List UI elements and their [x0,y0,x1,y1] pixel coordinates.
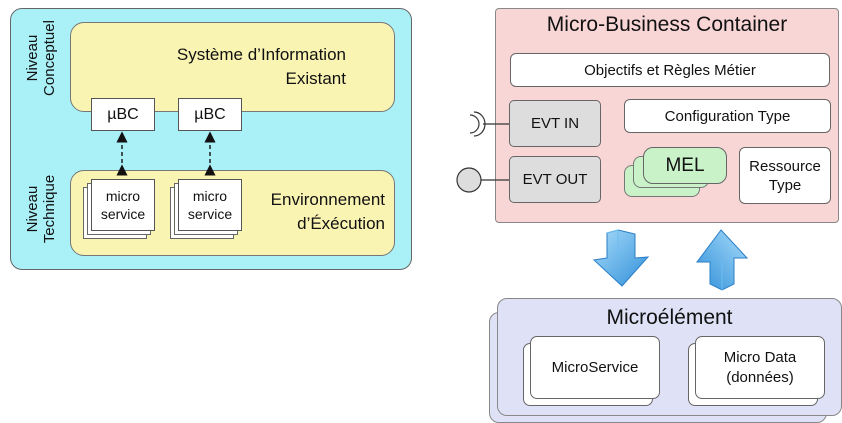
configuration-type-label: Configuration Type [664,107,791,125]
evt-out-box: EVT OUT [509,156,601,203]
existing-is-line2: Existant [285,69,346,88]
microservice-1-line1: micro [105,188,141,204]
microservice-card: MicroService [530,336,660,399]
mel-box: MEL [643,147,727,184]
exec-env-line1: Environnement [270,190,385,209]
microelement-title: Microélément [606,306,733,329]
provided-interface-icon [456,167,509,193]
evt-in-label: EVT IN [530,115,580,132]
objectives-rules-box: Objectifs et Règles Métier [510,53,830,87]
resource-type-box: Ressource Type [739,147,831,204]
microservice-1-line2: service [100,206,146,222]
up-arrow-icon [696,229,749,291]
mel-label: MEL [665,154,705,176]
microservice-box-2: micro service [178,179,242,231]
existing-information-system-box [70,22,395,112]
evt-in-box: EVT IN [509,100,601,147]
micro-data-card: Micro Data (données) [695,336,825,399]
existing-is-line1: Système d’Information [176,45,346,64]
ubc-box-2: µBC [178,98,242,131]
container-title: Micro-Business Container [546,13,788,36]
microservice-2-line1: micro [192,188,228,204]
resource-type-line2: Type [768,176,802,194]
microservice-2-line2: service [187,206,233,222]
objectives-rules-label: Objectifs et Règles Métier [584,61,756,79]
down-arrow-icon [592,229,650,287]
micro-data-line1: Micro Data [723,348,797,366]
ubc-box-1: µBC [91,98,155,131]
microservice-box-1: micro service [91,179,155,231]
ubc-box-2-label: µBC [194,105,226,123]
exec-env-line2: d’Éxécution [297,214,385,233]
micro-data-line2: (données) [726,368,794,386]
ubc-box-1-label: µBC [107,105,139,123]
required-interface-icon [469,111,509,137]
resource-type-line1: Ressource [749,157,821,175]
evt-out-label: EVT OUT [522,171,588,188]
microservice-card-label: MicroService [551,359,639,376]
configuration-type-box: Configuration Type [624,99,831,133]
